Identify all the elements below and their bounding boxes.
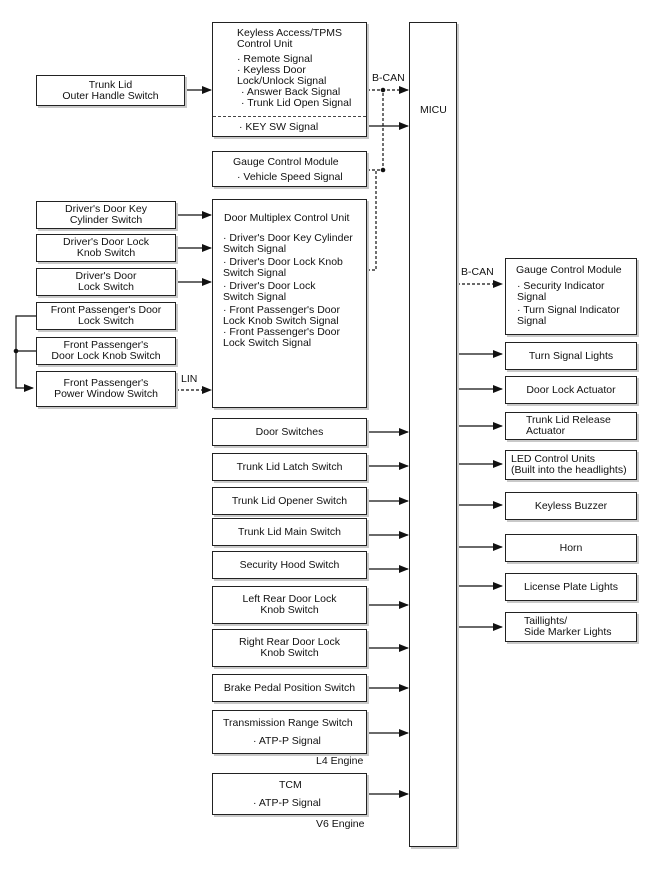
- lock-switch-signal: · Driver's Door Lock Switch Signal: [223, 280, 316, 303]
- tcm-atp-signal: · ATP-P Signal: [253, 797, 321, 809]
- passenger-lock-switch-signal: · Front Passenger's Door Lock Switch Sig…: [223, 326, 340, 349]
- trunk-lid-release-actuator: Trunk Lid Release Actuator: [505, 412, 637, 440]
- passenger-lock-knob-signal: · Front Passenger's Door Lock Knob Switc…: [223, 304, 340, 327]
- front-passenger-door-lock-knob-switch: Front Passenger's Door Lock Knob Switch: [36, 337, 176, 365]
- keyless-divider: [213, 116, 366, 117]
- led-control-units: LED Control Units (Built into the headli…: [505, 450, 637, 480]
- bcan-left-label: B-CAN: [372, 72, 405, 84]
- right-rear-door-lock-knob-switch: Right Rear Door Lock Knob Switch: [212, 629, 367, 667]
- lock-knob-switch-signal: · Driver's Door Lock Knob Switch Signal: [223, 256, 343, 279]
- front-passenger-door-lock-switch: Front Passenger's Door Lock Switch: [36, 302, 176, 330]
- left-rear-door-lock-knob-switch: Left Rear Door Lock Knob Switch: [212, 586, 367, 624]
- remote-signal: · Remote Signal: [237, 53, 313, 65]
- key-sw-signal: · KEY SW Signal: [239, 121, 319, 133]
- keyless-door-signal: · Keyless Door Lock/Unlock Signal: [237, 64, 327, 87]
- door-lock-actuator: Door Lock Actuator: [505, 376, 637, 404]
- tcm-unit: TCM · ATP-P Signal: [212, 773, 367, 815]
- front-passenger-power-window-switch: Front Passenger's Power Window Switch: [36, 371, 176, 407]
- gauge-control-module-left: Gauge Control Module · Vehicle Speed Sig…: [212, 151, 367, 187]
- license-plate-lights: License Plate Lights: [505, 573, 637, 601]
- trunk-lid-outer-handle-switch: Trunk Lid Outer Handle Switch: [36, 75, 185, 106]
- keyless-title: Keyless Access/TPMS Control Unit: [237, 27, 343, 50]
- horn: Horn: [505, 534, 637, 562]
- drivers-door-key-cylinder-switch: Driver's Door Key Cylinder Switch: [36, 201, 176, 229]
- trunk-lid-opener-switch: Trunk Lid Opener Switch: [212, 487, 367, 515]
- turn-signal-indicator-signal: · Turn Signal Indicator Signal: [517, 304, 620, 327]
- transmission-range-switch: Transmission Range Switch · ATP-P Signal: [212, 710, 367, 754]
- keyless-buzzer: Keyless Buzzer: [505, 492, 637, 520]
- door-multiplex-control-unit: Door Multiplex Control Unit · Driver's D…: [212, 199, 367, 408]
- security-indicator-signal: · Security Indicator Signal: [517, 280, 605, 303]
- drivers-door-lock-switch: Driver's Door Lock Switch: [36, 268, 176, 296]
- security-hood-switch: Security Hood Switch: [212, 551, 367, 579]
- l4-engine-note: L4 Engine: [316, 755, 364, 767]
- key-cylinder-switch-signal: · Driver's Door Key Cylinder Switch Sign…: [223, 232, 353, 255]
- trunk-lid-open-signal: · Trunk Lid Open Signal: [241, 97, 352, 109]
- taillights-side-marker-lights: Taillights/ Side Marker Lights: [505, 612, 637, 642]
- answer-back-signal: · Answer Back Signal: [241, 86, 341, 98]
- trunk-lid-latch-switch: Trunk Lid Latch Switch: [212, 453, 367, 481]
- drivers-door-lock-knob-switch: Driver's Door Lock Knob Switch: [36, 234, 176, 262]
- bcan-right-label: B-CAN: [461, 266, 494, 278]
- gauge-right-title: Gauge Control Module: [516, 264, 622, 276]
- gauge-control-module-right: Gauge Control Module · Security Indicato…: [505, 258, 637, 335]
- tcm-title: TCM: [279, 779, 302, 791]
- brake-pedal-position-switch: Brake Pedal Position Switch: [212, 674, 367, 702]
- lin-label: LIN: [181, 373, 198, 385]
- micu-unit: MICU: [409, 22, 457, 847]
- transmission-atp-signal: · ATP-P Signal: [253, 735, 321, 747]
- trunk-lid-main-switch: Trunk Lid Main Switch: [212, 518, 367, 546]
- door-switches: Door Switches: [212, 418, 367, 446]
- vehicle-speed-signal: · Vehicle Speed Signal: [237, 171, 343, 183]
- v6-engine-note: V6 Engine: [316, 818, 365, 830]
- door-multiplex-title: Door Multiplex Control Unit: [224, 212, 350, 224]
- gauge-left-title: Gauge Control Module: [233, 156, 339, 168]
- turn-signal-lights: Turn Signal Lights: [505, 342, 637, 370]
- micu-label: MICU: [420, 104, 447, 116]
- transmission-title: Transmission Range Switch: [223, 717, 353, 729]
- keyless-access-control-unit: Keyless Access/TPMS Control Unit · Remot…: [212, 22, 367, 137]
